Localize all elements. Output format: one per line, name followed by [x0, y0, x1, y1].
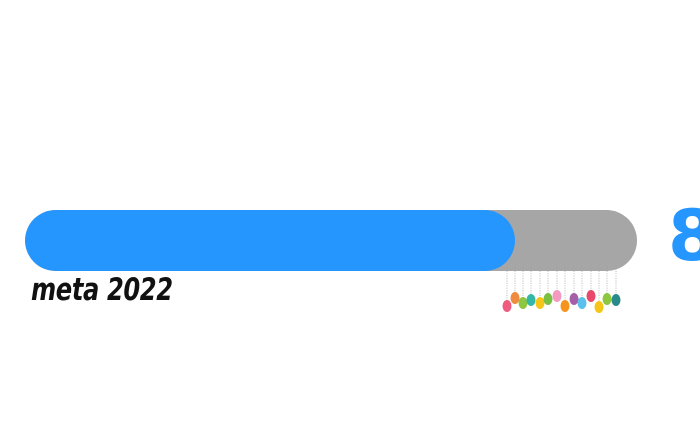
- percent-value: 8: [668, 195, 700, 277]
- progress-bar-fill: [25, 210, 515, 271]
- hanging-balloons-icon: [502, 266, 621, 313]
- progress-bar-track: [25, 210, 637, 271]
- goal-label: meta 2022: [31, 272, 173, 308]
